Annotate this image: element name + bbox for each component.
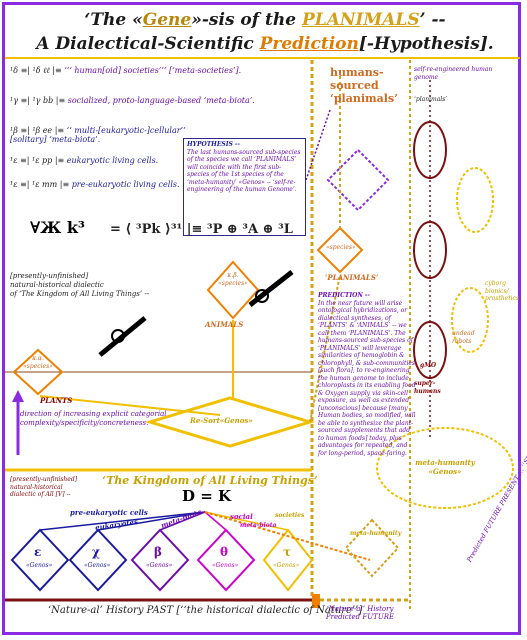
prediction-body: In the near future will arise ontologica… [318, 299, 416, 457]
diamond-chi [68, 528, 128, 592]
funnel-2 [97, 511, 206, 531]
resort-diamond [144, 396, 316, 448]
planimals-diamond [316, 226, 364, 274]
plants-kalpha: κ.α.«species» [23, 355, 53, 370]
diamond-epsilon [10, 528, 70, 592]
title-planimals: PLANIMALS [301, 10, 420, 30]
hypothesis-heading: HYPOTHESIS -- [187, 141, 240, 148]
animals-kbeta: κ.β.«species» [218, 272, 248, 287]
sym-theta: θ [220, 545, 229, 559]
funnel-5 [204, 511, 289, 531]
animals-label: ANIMALS [205, 320, 244, 329]
gmo-super-label: super-humans [414, 380, 441, 395]
sym-beta: β [154, 545, 162, 559]
title-line-1: ‘The «Gene»-sis of the PLANIMALS’ -- [20, 10, 510, 30]
main-formula-lhs: ∀Ж k³ [30, 218, 85, 237]
funnel-future [204, 511, 371, 561]
presently-small: [presently-unfinished] natural-historica… [10, 476, 78, 498]
future-meta-humanity-diamond [344, 518, 400, 578]
title-prediction: Prediction [259, 34, 359, 54]
formula-beta: ¹β ≡| ¹β ee |≡ ‘‘ multi-[eukaryotic-]cel… [10, 126, 186, 144]
outer-frame [2, 2, 521, 635]
meta-humanity-small-label: meta-humanity [350, 530, 402, 537]
footer-future: ‘Nature-al’ History Predicted FUTURE [325, 605, 395, 621]
d-equals-k: D = K [182, 487, 232, 505]
meta-humanity-ellipse [376, 427, 514, 509]
otimes-2 [255, 289, 269, 303]
humans-planimals-diamond [326, 148, 390, 212]
presently-note: [presently-unfinished] natural-historica… [10, 272, 150, 298]
planimals-species: «species» [326, 244, 356, 251]
societies-label: societies [275, 512, 305, 519]
funnel-4 [204, 511, 227, 531]
title-line-2: A Dialectical-Scientific Prediction[-Hyp… [20, 34, 510, 54]
kingdom-banner: ‘The Kingdom of All Living Things’ [102, 474, 318, 487]
title-mid: »-sis of the [191, 10, 302, 30]
footer-past: ‘Nature-al’ History PAST [‘‘the historic… [48, 605, 363, 616]
genos-1: «Genos» [26, 562, 53, 569]
direction-arrowhead [12, 390, 24, 402]
genos-4: «Genos» [212, 562, 239, 569]
formula-gamma: ¹γ ≡| ¹γ bb |≡ socialized, proto-languag… [10, 96, 255, 105]
sym-tau: τ [283, 545, 292, 559]
genos-5: «Genos» [273, 562, 300, 569]
funnel-1 [39, 511, 206, 531]
cyborg-label: cyborg bionics/ prosthetics [485, 280, 519, 302]
self-reengineered-label: self-re-engineered human genome [414, 66, 493, 81]
plants-to-resort [39, 395, 221, 416]
formula-epsilon-m: ¹ε ≡| ¹ε mm |≡ pre-eukaryotic living cel… [10, 180, 180, 189]
gold-ring-1 [456, 167, 494, 233]
humans-sourced-label: humans- sourced ‘planimals’ [330, 66, 398, 105]
diamond-tau [262, 528, 314, 592]
prediction-box: PREDICTION -- In the near future will ar… [318, 292, 418, 476]
hyp-connector [305, 109, 331, 181]
gmo-label: gMO [420, 362, 437, 369]
title-prefix: ‘The « [84, 10, 143, 30]
pre-eukaryotic-label: pre-eukaryotic cells [70, 508, 148, 517]
resort-label: Re-Sort«Genos» [190, 416, 253, 425]
timeline-now-marker [312, 594, 320, 608]
funnel-3 [159, 511, 206, 531]
sym-chi: χ [92, 545, 100, 559]
title2-prefix: A Dialectical-Scientific [36, 34, 260, 54]
main-formula-rhs: = ⟨ ³Pk ⟩³¹ |≡ ³P ⊕ ³A ⊕ ³L [110, 222, 293, 237]
genos-3: «Genos» [146, 562, 173, 569]
planimals-small-label: ‘planimals’ [414, 96, 448, 103]
gold-ring-2 [451, 287, 489, 353]
black-arrow-1 [98, 316, 147, 357]
plants-label: PLANTS [40, 396, 73, 405]
resort-to-planimals [309, 274, 341, 423]
title2-post: [-Hypothesis]. [358, 34, 494, 54]
plants-diamond [12, 348, 64, 396]
animals-diamond [206, 260, 260, 320]
meta-humanity-label: meta-humanity«Genos» [415, 458, 475, 476]
social-label: social [230, 512, 253, 521]
hypothesis-body: The last humans-sourced sub-species of t… [187, 148, 301, 194]
formula-epsilon-p: ¹ε ≡| ¹ε pp |≡ eukaryotic living cells. [10, 156, 159, 165]
formula-delta: ¹δ ≡| ¹δ ℓℓ |≡ ‘‘‘ human[oid] societies’… [10, 66, 242, 75]
diamond-theta [196, 528, 256, 592]
robots-label: undead robots [452, 330, 475, 345]
prediction-heading: PREDICTION -- [318, 292, 370, 299]
meta-biota-2-label: meta-biota [240, 522, 277, 529]
title-gene: Gene [142, 10, 192, 30]
direction-note: direction of increasing explicit categor… [20, 410, 167, 427]
diamond-beta [130, 528, 190, 592]
hypothesis-box: HYPOTHESIS -- The last humans-sourced su… [183, 138, 306, 236]
sym-epsilon: ε [34, 545, 42, 559]
genos-2: «Genos» [84, 562, 111, 569]
otimes-1 [111, 329, 125, 343]
title-post: ’ -- [419, 10, 446, 30]
planimals-label: ‘PLANIMALS’ [325, 273, 379, 282]
